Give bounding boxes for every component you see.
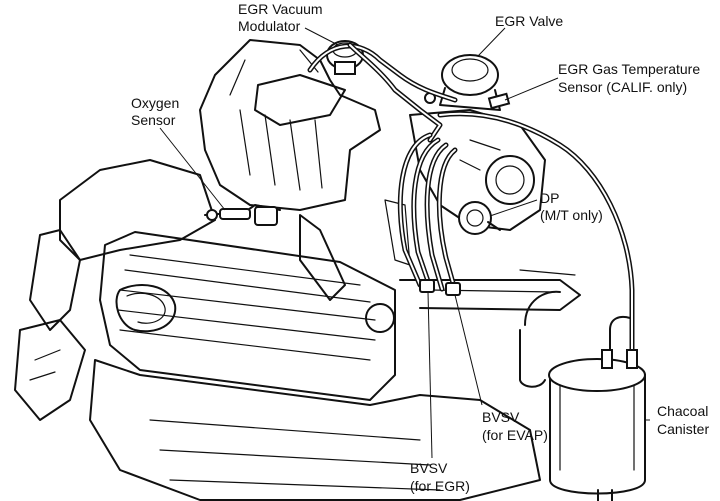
label-bvsv-egr: BVSV (for EGR) [410, 460, 470, 494]
leader-lines [159, 27, 650, 459]
label-egr-vacuum-modulator-line2: Modulator [238, 18, 301, 34]
label-charcoal-canister: Chacoal Canister [657, 403, 709, 437]
label-oxygen-sensor-line2: Sensor [131, 112, 176, 128]
egr-gas-temperature-sensor [487, 92, 511, 110]
label-egr-gas-temperature-sensor: EGR Gas Temperature Sensor (CALIF. only) [558, 61, 700, 95]
label-oxygen-sensor-line1: Oxygen [131, 95, 179, 111]
oxygen-sensor [204, 204, 281, 226]
label-bvsv-egr-line1: BVSV [410, 460, 448, 476]
charcoal-canister [519, 290, 646, 501]
vacuum-hoses [307, 42, 635, 353]
label-egr-gas-temp-line1: EGR Gas Temperature [558, 61, 700, 77]
label-egr-gas-temp-line2: Sensor (CALIF. only) [558, 79, 687, 95]
label-bvsv-egr-line2: (for EGR) [410, 478, 470, 494]
bvsv-pair [419, 279, 461, 296]
label-bvsv-evap-line2: (for EVAP) [482, 427, 548, 443]
label-egr-vacuum-modulator: EGR Vacuum Modulator [238, 1, 323, 34]
egr-valve [424, 54, 501, 111]
label-dp-line1: DP [540, 190, 559, 206]
label-egr-valve: EGR Valve [495, 13, 563, 29]
label-canister-line2: Canister [657, 421, 709, 437]
engine-block [14, 39, 581, 501]
label-egr-vacuum-modulator-line1: EGR Vacuum [238, 1, 323, 17]
label-egr-valve-line1: EGR Valve [495, 13, 563, 29]
label-canister-line1: Chacoal [657, 403, 708, 419]
label-oxygen-sensor: Oxygen Sensor [131, 95, 179, 128]
label-dp: DP (M/T only) [540, 190, 603, 223]
label-bvsv-evap-line1: BVSV [482, 409, 520, 425]
dashpot [458, 201, 501, 235]
label-dp-line2: (M/T only) [540, 207, 603, 223]
label-bvsv-evap: BVSV (for EVAP) [482, 409, 548, 443]
